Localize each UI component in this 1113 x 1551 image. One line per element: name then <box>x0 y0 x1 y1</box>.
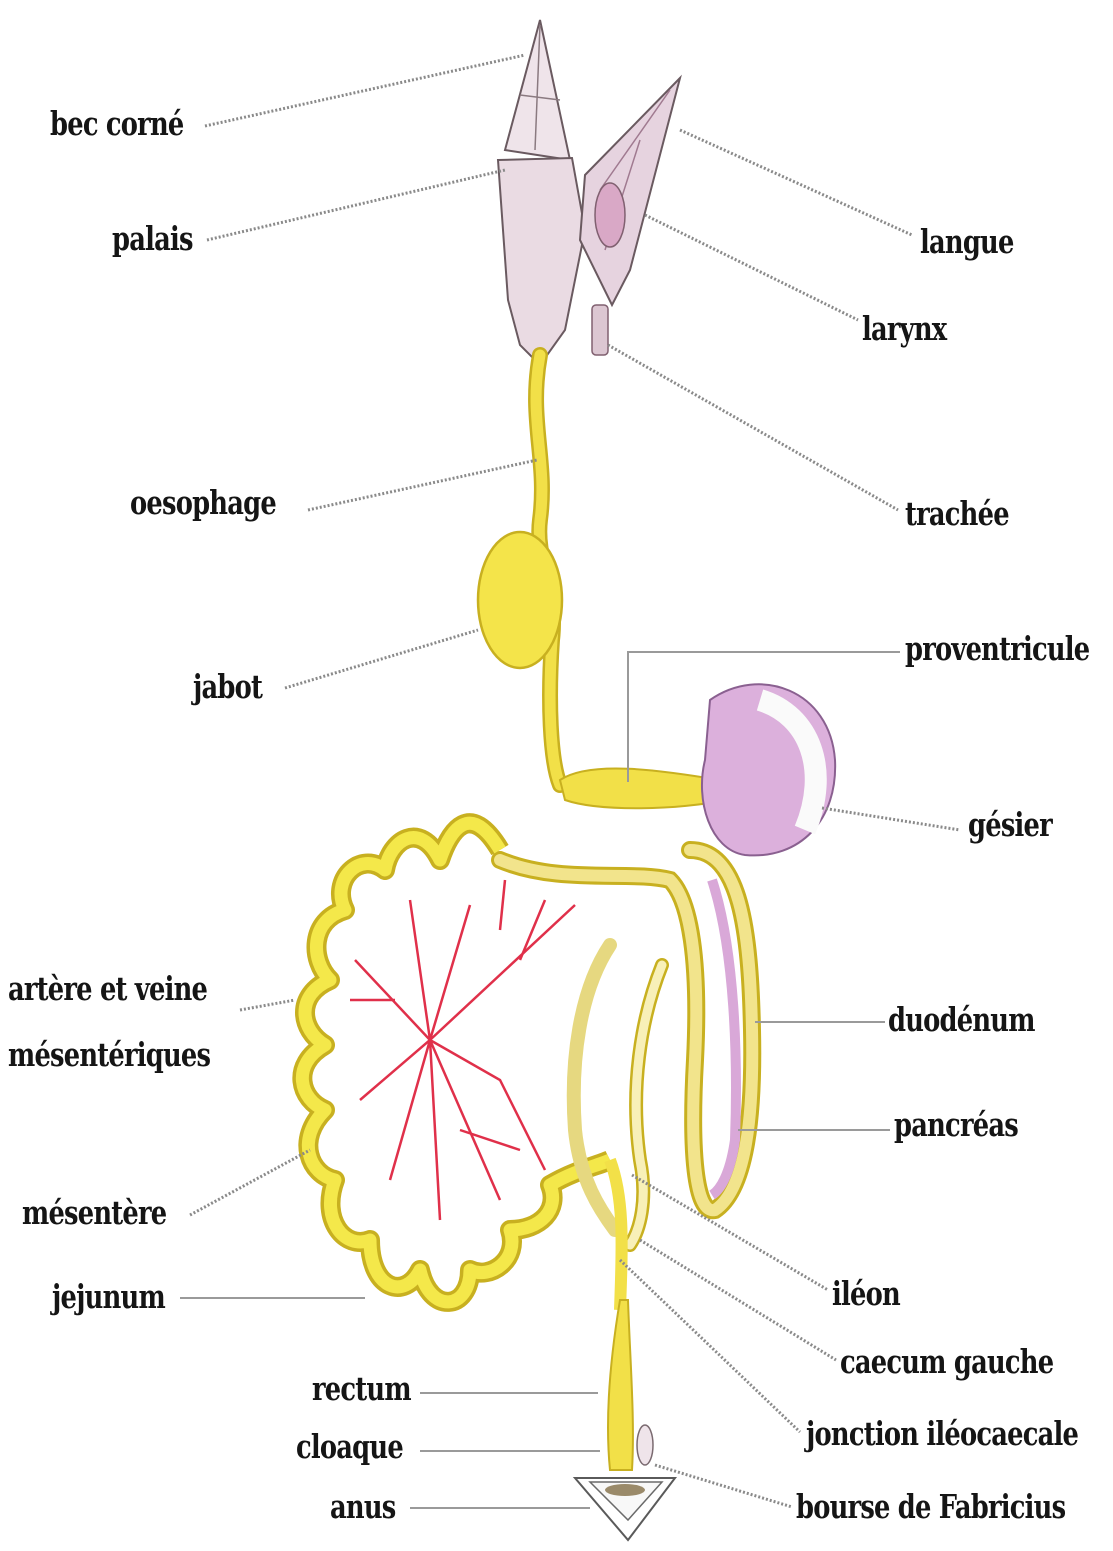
label-proventricule: proventricule <box>905 632 1089 665</box>
label-anus: anus <box>330 1490 395 1523</box>
label-cloaque: cloaque <box>296 1430 403 1463</box>
label-langue: langue <box>920 225 1014 258</box>
label-artere-veine-line2: mésentériques <box>8 1038 210 1071</box>
beak-illustration <box>498 20 680 365</box>
gizzard-illustration <box>702 684 835 855</box>
upper-tract <box>478 355 725 808</box>
label-oesophage: oesophage <box>130 486 276 519</box>
label-jejunum: jejunum <box>52 1280 165 1313</box>
label-rectum: rectum <box>312 1372 411 1405</box>
jejunum-coils <box>302 823 610 1302</box>
label-bec-corne: bec corné <box>50 107 183 140</box>
label-bourse-de-fabricius: bourse de Fabricius <box>796 1490 1065 1523</box>
mesenteric-vessels <box>350 880 575 1220</box>
label-trachee: trachée <box>905 497 1009 530</box>
label-duodenum: duodénum <box>888 1003 1035 1036</box>
label-pancreas: pancréas <box>894 1108 1018 1141</box>
label-caecum-gauche: caecum gauche <box>840 1345 1053 1378</box>
label-artere-veine-line1: artère et veine <box>8 972 207 1005</box>
label-jabot: jabot <box>193 670 262 703</box>
label-larynx: larynx <box>862 312 946 345</box>
label-palais: palais <box>112 222 193 255</box>
label-ileon: iléon <box>832 1277 900 1310</box>
label-jonction-ileocaecale: jonction iléocaecale <box>806 1417 1078 1450</box>
label-gesier: gésier <box>968 808 1052 841</box>
label-mesentere: mésentère <box>22 1196 166 1229</box>
